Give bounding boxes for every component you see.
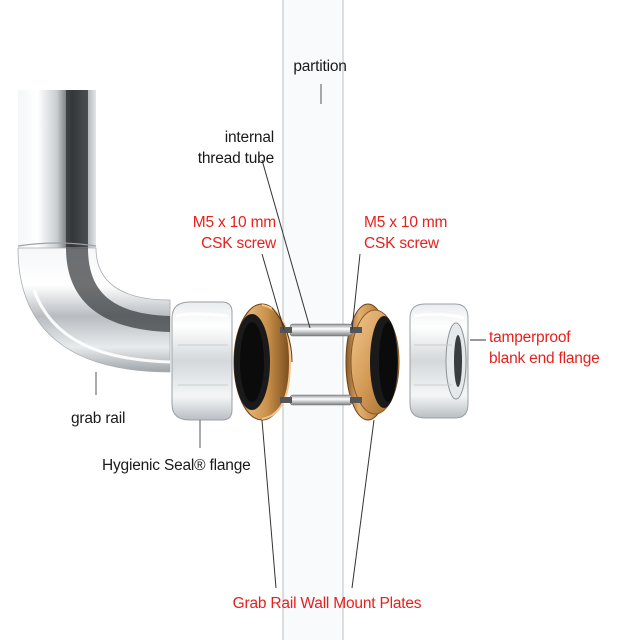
label-line: CSK screw (364, 235, 439, 252)
grab-rail-tube (17, 90, 171, 395)
wall-mount-plate-right (345, 303, 400, 421)
hygienic-seal-flange (171, 301, 233, 448)
label-line: CSK screw (201, 235, 276, 252)
label-blank-end-flange: tamperproof blank end flange (489, 327, 629, 369)
partition-panel (282, 0, 344, 640)
label-hygienic-seal-flange: Hygienic Seal® flange (102, 457, 251, 474)
label-line: blank end flange (489, 350, 600, 367)
label-grab-rail: grab rail (71, 410, 126, 427)
label-line: tamperproof (489, 329, 571, 346)
label-screw-right: M5 x 10 mm CSK screw (364, 212, 476, 254)
internal-thread-tube (280, 323, 362, 406)
label-line: M5 x 10 mm (192, 214, 276, 231)
wall-mount-plate-left (233, 303, 293, 421)
label-partition: partition (293, 58, 347, 75)
label-line: thread tube (197, 150, 274, 167)
label-wall-mount-plates: Grab Rail Wall Mount Plates (232, 595, 422, 612)
blank-end-flange (409, 303, 469, 419)
label-screw-left: M5 x 10 mm CSK screw (164, 212, 276, 254)
label-internal-thread-tube: internal thread tube (170, 127, 274, 169)
leader-lines (261, 159, 486, 589)
label-line: M5 x 10 mm (364, 214, 448, 231)
label-line: internal (224, 129, 274, 146)
